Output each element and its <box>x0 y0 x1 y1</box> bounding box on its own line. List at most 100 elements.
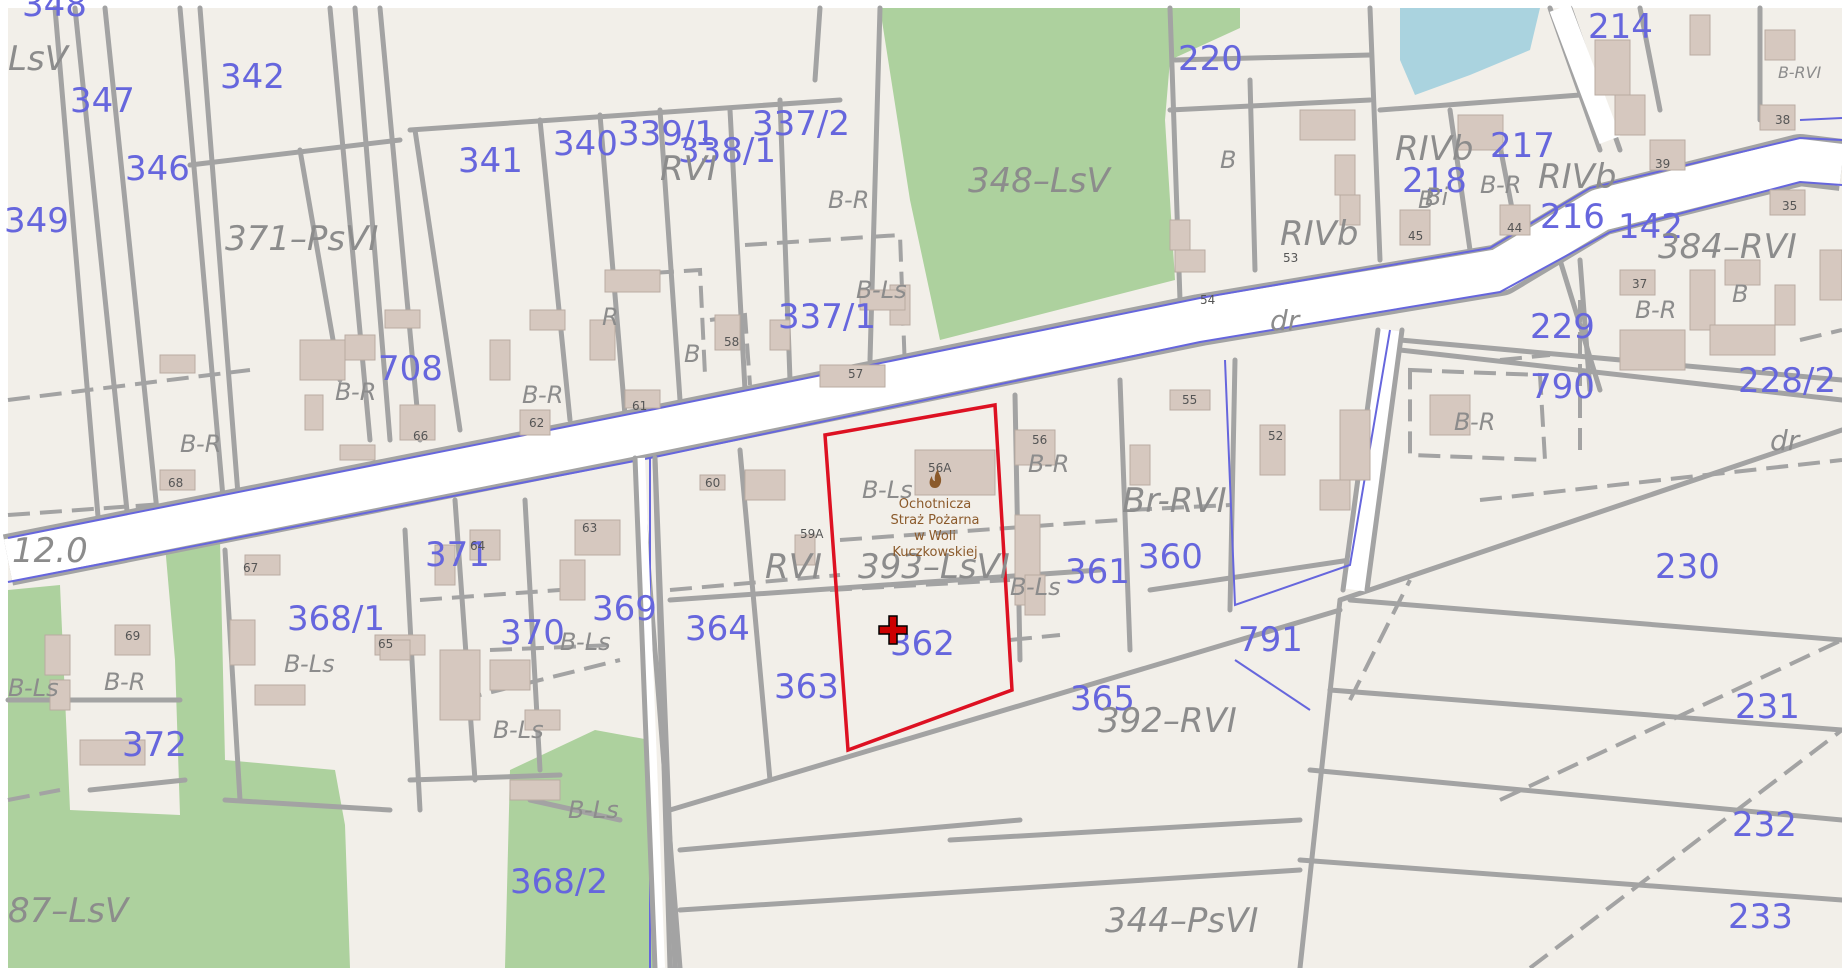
land-use-label: RVI <box>765 547 822 587</box>
parcel-label: 340 <box>553 124 618 164</box>
land-use-label: Br-RVI <box>1122 481 1227 521</box>
parcel-label: 708 <box>378 349 443 389</box>
house-number: 66 <box>413 429 428 443</box>
house-number: 56 <box>1032 433 1047 447</box>
house-number: 59A <box>800 527 824 541</box>
house-number: 53 <box>1283 251 1298 265</box>
parcel-label: 363 <box>774 667 839 707</box>
parcel-label: 232 <box>1732 805 1797 845</box>
parcel-label: 216 <box>1540 197 1605 237</box>
house-number: 64 <box>470 539 485 553</box>
parcel-label: 339/1 <box>618 114 716 154</box>
house-number: 58 <box>724 335 739 349</box>
land-use-label: B-R <box>1454 408 1495 436</box>
house-number: 45 <box>1408 229 1423 243</box>
house-number: 54 <box>1200 293 1215 307</box>
land-use-label: 371–PsVI <box>225 219 378 259</box>
house-number: 69 <box>125 629 140 643</box>
side-road <box>1340 4 1621 593</box>
parcel-label: 372 <box>122 725 187 765</box>
poi-label-line: Straż Pożarna <box>890 513 979 528</box>
parcel-label: 365 <box>1070 679 1135 719</box>
poi-label-line: Ochotnicza <box>899 497 971 512</box>
road-label: dr <box>1270 304 1301 337</box>
parcel-label: 790 <box>1530 367 1595 407</box>
land-use-label: RIVb <box>1395 129 1474 169</box>
parcel-label: 214 <box>1588 7 1653 47</box>
parcel-label: 338/1 <box>678 131 776 171</box>
house-number: 44 <box>1507 221 1522 235</box>
buildings <box>44 14 1842 801</box>
house-number-labels: 38 39 35 37 45 44 53 54 56 55 52 57 58 6… <box>125 113 1797 651</box>
parcel-label: 370 <box>500 613 565 653</box>
land-use-label: 348–LsV <box>968 161 1113 201</box>
land-use-label: RIVb <box>1280 214 1359 254</box>
land-use-label: 384–RVI <box>1658 227 1797 267</box>
parcel-label: 233 <box>1728 897 1793 937</box>
parcel-label: 371 <box>425 535 490 575</box>
house-number: 39 <box>1655 157 1670 171</box>
land-use-label: 344–PsVI <box>1105 901 1258 941</box>
land-use-label: B-Ls <box>560 628 611 656</box>
parcel-label: 231 <box>1735 687 1800 727</box>
house-number: 52 <box>1268 429 1283 443</box>
poi-fire-station[interactable]: Ochotnicza Straż Pożarna w Woli Kuczkows… <box>890 469 980 560</box>
land-use-label: B <box>1220 146 1236 174</box>
road-width-label: 12.0 <box>12 531 88 571</box>
parcel-label: 364 <box>685 609 750 649</box>
parcel-label: 369 <box>592 589 657 629</box>
house-number: 62 <box>529 416 544 430</box>
selected-parcel-outline[interactable] <box>823 402 1014 753</box>
parcel-label: 142 <box>1618 207 1683 247</box>
land-use-label: B-Ls <box>1010 573 1061 601</box>
land-use-label: RVI <box>660 149 717 189</box>
land-use-label: 393–LsVI <box>858 547 1010 587</box>
house-number: 37 <box>1632 277 1647 291</box>
house-number: 35 <box>1782 199 1797 213</box>
parcel-boundaries <box>5 5 1842 968</box>
land-use-label: B-Ls <box>284 650 335 678</box>
water-area <box>1400 8 1540 95</box>
parcel-number-labels: 348 342 347 346 349 341 340 339/1 338/1 … <box>4 0 1836 937</box>
parcel-boundary-blue <box>1234 659 1311 711</box>
parcel-label: 349 <box>4 201 69 241</box>
land-use-label: B-R <box>828 186 869 214</box>
parcel-label: 360 <box>1138 537 1203 577</box>
land-use-label: B-R <box>104 668 145 696</box>
land-use-label: B-Ls <box>568 796 619 824</box>
land-use-label: B-R <box>180 430 221 458</box>
house-number: 61 <box>632 399 647 413</box>
parcel-label: 342 <box>220 57 285 97</box>
land-use-label: B-RVI <box>1778 63 1822 82</box>
fire-station-icon <box>929 469 942 488</box>
house-number: 67 <box>243 561 258 575</box>
land-use-label: B-Ls <box>856 276 907 304</box>
parcel-label: 228/2 <box>1738 361 1836 401</box>
crosshair-marker-icon[interactable] <box>878 615 908 645</box>
land-use-label: LsV <box>8 39 71 79</box>
parcel-label: 361 <box>1065 552 1130 592</box>
land-use-label: B-R <box>1635 296 1676 324</box>
land-use-label: B-Ls <box>493 716 544 744</box>
poi-label-line: Kuczkowskiej <box>892 545 977 560</box>
road-label: dr <box>1770 424 1801 457</box>
parcel-label: 791 <box>1238 620 1303 660</box>
parcel-label: 217 <box>1490 126 1555 166</box>
parcel-label: 368/2 <box>510 862 608 902</box>
land-use-label: RIVb <box>1538 157 1617 197</box>
house-number: 60 <box>705 476 720 490</box>
land-use-label: B <box>1418 186 1434 214</box>
parcel-label: 230 <box>1655 547 1720 587</box>
land-use-label: B-R <box>335 378 376 406</box>
house-number: 68 <box>168 476 183 490</box>
land-use-label: B-R <box>1480 171 1521 199</box>
main-road[interactable] <box>2 134 1842 968</box>
forest-area <box>880 8 1240 340</box>
parcel-label: 346 <box>125 149 190 189</box>
land-use-label: B-R <box>1028 450 1069 478</box>
parcel-label: 220 <box>1178 39 1243 79</box>
parcel-label: 341 <box>458 141 523 181</box>
parcel-label: 348 <box>22 0 87 25</box>
land-use-label: 87–LsV <box>8 891 131 931</box>
